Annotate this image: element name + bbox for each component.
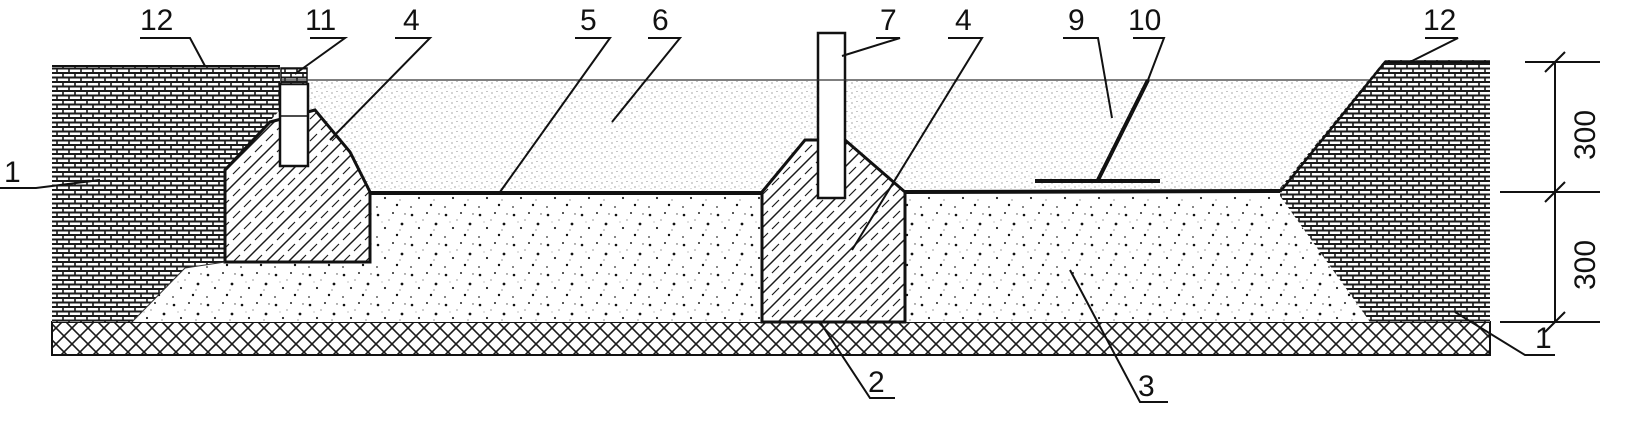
left-masonry [52, 66, 280, 322]
leader-lines [0, 37, 1555, 403]
sand-layer [132, 196, 1370, 322]
callout-1-left: 1 [4, 156, 21, 189]
callout-1-right: 1 [1535, 322, 1552, 355]
anchor-rod [1095, 79, 1150, 183]
callout-4-left: 4 [403, 4, 420, 37]
callout-5: 5 [580, 4, 597, 37]
dimension-lower-300: 300 [1569, 240, 1602, 290]
callout-3: 3 [1138, 370, 1155, 403]
membrane-line-right [904, 189, 1281, 194]
post-cap [280, 67, 308, 85]
callout-9: 9 [1068, 4, 1085, 37]
callout-12-right: 12 [1423, 4, 1456, 37]
callout-6: 6 [652, 4, 669, 37]
callout-2: 2 [868, 366, 885, 399]
callout-4-center: 4 [955, 4, 972, 37]
pole [816, 31, 847, 200]
callout-7: 7 [880, 4, 897, 37]
callout-11: 11 [305, 4, 336, 37]
marker-post [278, 82, 310, 168]
dimension-lines [1500, 51, 1600, 333]
dimension-upper-300: 300 [1569, 110, 1602, 160]
left-curb-stone [223, 108, 372, 264]
base-layer [51, 321, 1491, 356]
callout-12-left: 12 [140, 4, 173, 37]
callout-10: 10 [1128, 4, 1161, 37]
